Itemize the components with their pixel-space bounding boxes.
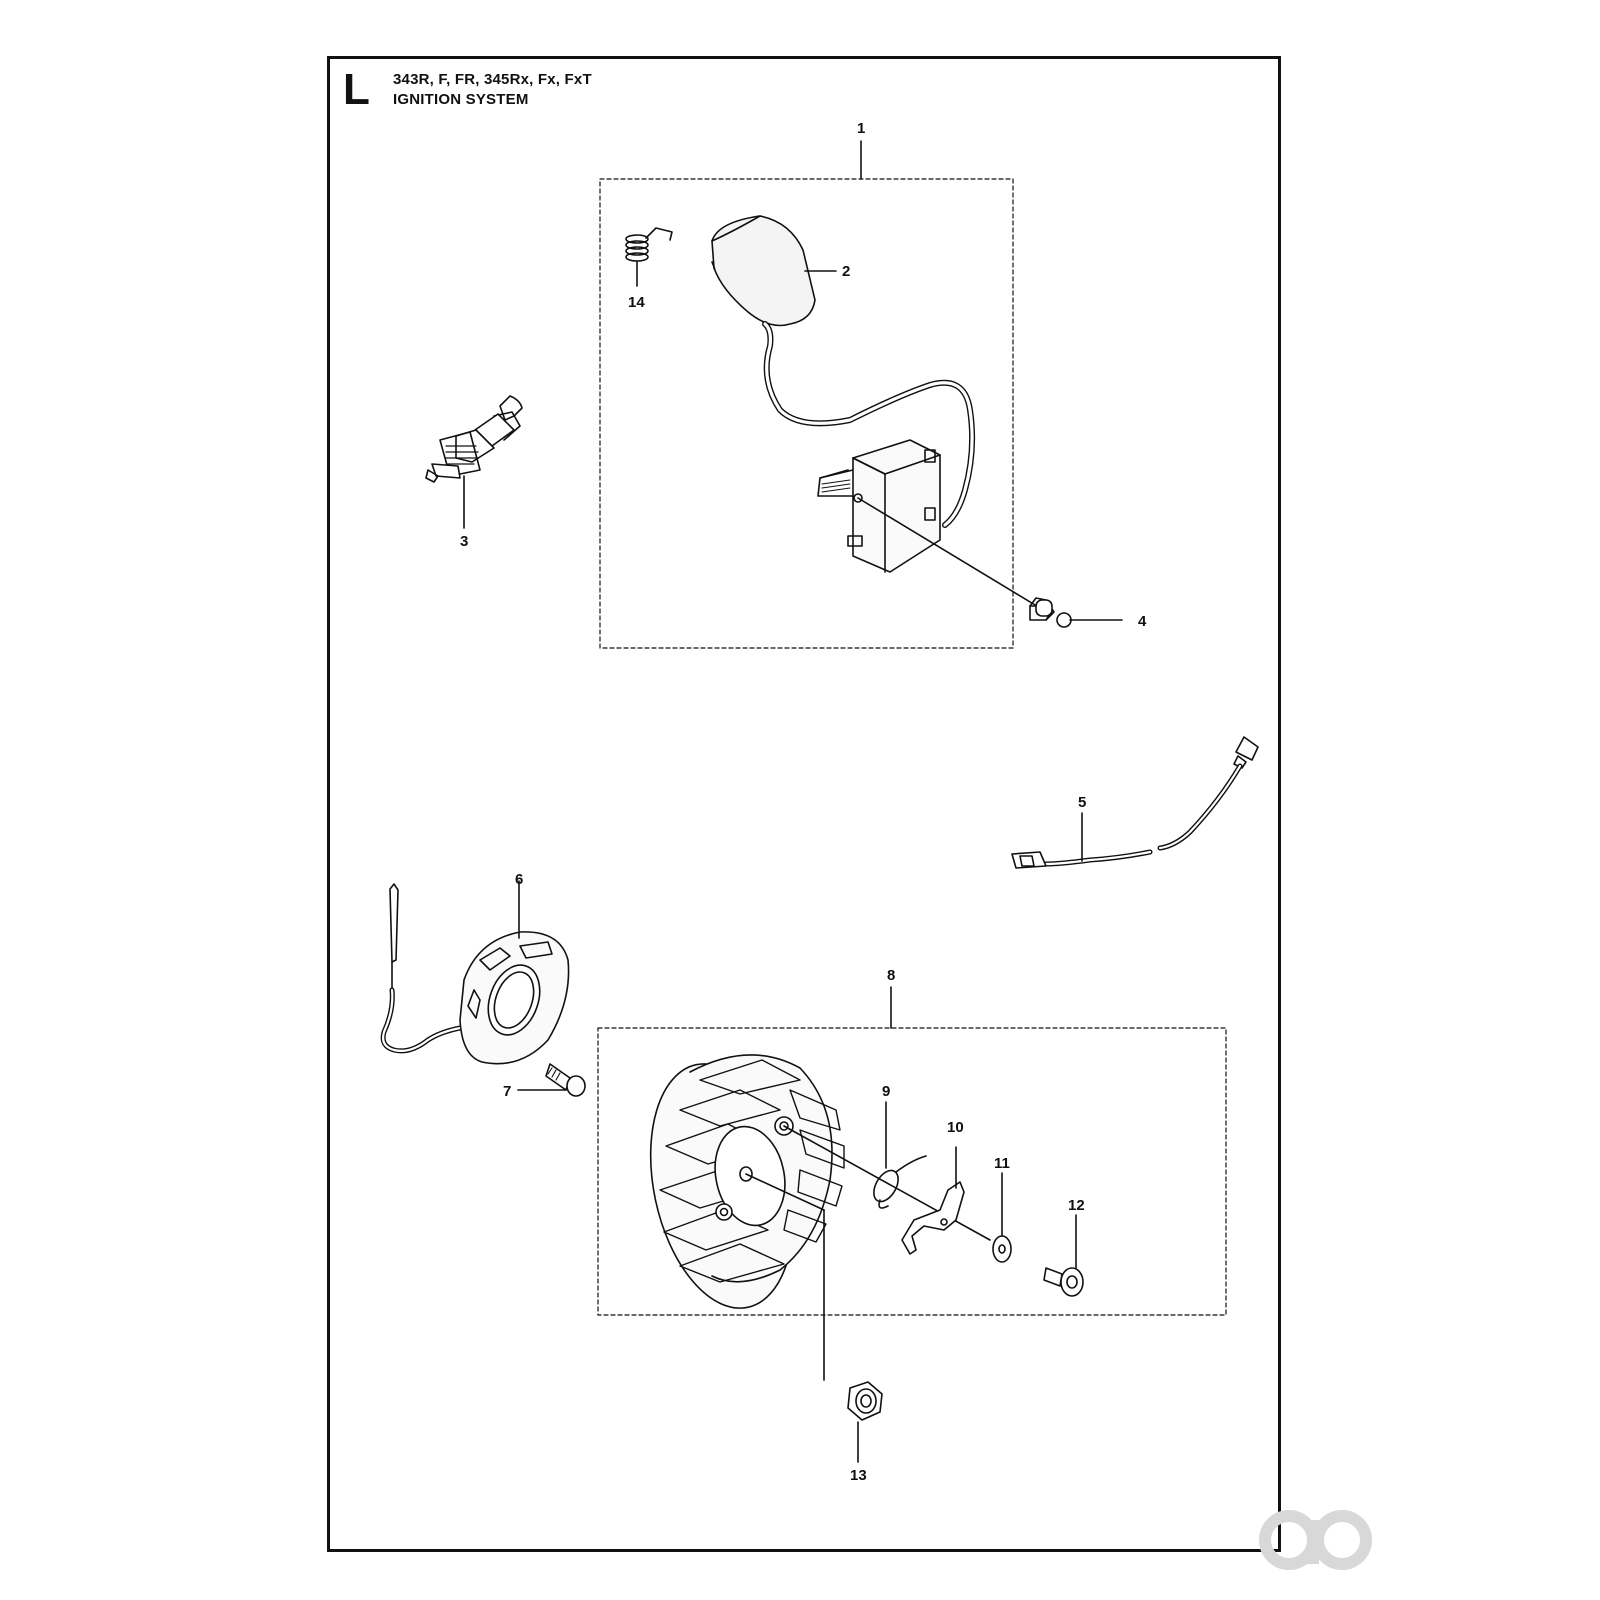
ignition-module (817, 439, 941, 573)
callout-11: 11 (994, 1155, 1010, 1172)
part-4-screw (857, 497, 1123, 628)
callout-13: 13 (850, 1467, 867, 1484)
group-8-dashed-box (597, 1027, 1227, 1316)
part-13-nut (847, 1381, 883, 1463)
callout-9: 9 (882, 1083, 890, 1100)
callout-5: 5 (1078, 794, 1086, 811)
part-2-spark-plug-cap (711, 215, 837, 327)
diagram-frame (327, 56, 1281, 1552)
callout-1: 1 (857, 120, 865, 137)
part-10-pawl (901, 1146, 965, 1255)
diagram-title: IGNITION SYSTEM (393, 91, 529, 108)
callout-6: 6 (515, 871, 523, 888)
section-letter: L (343, 65, 370, 114)
callout-14: 14 (628, 294, 645, 311)
callout-8: 8 (887, 967, 895, 984)
callout-3: 3 (460, 533, 468, 550)
callout-2: 2 (842, 263, 850, 280)
part-3-spark-plug (425, 395, 523, 529)
part-7-screw (517, 1063, 586, 1097)
part-5-stop-wire (1011, 736, 1259, 869)
part-9-circlip (873, 1101, 927, 1209)
part-14-spring (625, 227, 673, 287)
flywheel (649, 1054, 845, 1309)
watermark-logo (1259, 1510, 1372, 1570)
part-6-ignition-coil (380, 880, 570, 1065)
model-list: 343R, F, FR, 345Rx, Fx, FxT (393, 71, 592, 88)
callout-4: 4 (1138, 613, 1147, 630)
part-12-screw (1043, 1214, 1084, 1297)
callout-7: 7 (503, 1083, 511, 1100)
group-1-dashed-box (599, 178, 1014, 649)
part-11-washer (992, 1172, 1012, 1263)
callout-10: 10 (947, 1119, 964, 1136)
callout-12: 12 (1068, 1197, 1085, 1214)
